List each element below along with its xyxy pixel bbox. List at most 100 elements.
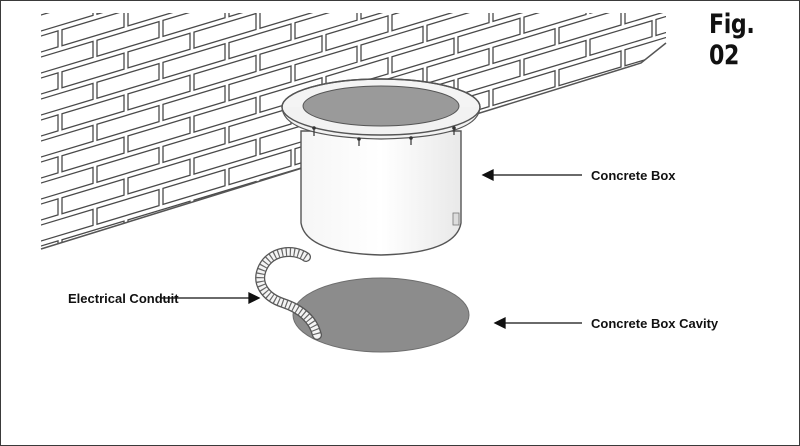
brick: [722, 107, 784, 142]
label-electrical-conduit: Electrical Conduit: [68, 291, 179, 306]
brick: [162, 42, 226, 80]
brick: [193, 222, 257, 249]
brick: [162, 13, 226, 38]
brick: [391, 13, 455, 32]
brick: [1, 271, 27, 306]
brick: [492, 153, 556, 191]
label-concrete-box: Concrete Box: [591, 168, 676, 183]
brick: [1, 19, 27, 54]
brick: [559, 1, 621, 2]
brick: [558, 92, 622, 129]
brick: [492, 111, 556, 149]
brick: [96, 188, 160, 226]
brick: [426, 47, 490, 85]
brick: [624, 30, 666, 67]
brick: [426, 13, 490, 43]
brick: [228, 149, 292, 186]
brick: [41, 82, 94, 119]
brick: [259, 13, 323, 30]
brick: [193, 138, 257, 175]
brick: [228, 65, 292, 102]
brick: [96, 146, 160, 184]
arrow-electrical-conduit: [161, 291, 261, 305]
brick: [523, 13, 587, 34]
brick: [127, 13, 191, 27]
brick: [492, 27, 556, 65]
brick: [41, 30, 59, 67]
brick: [193, 13, 257, 49]
figure-label: Fig. 02: [709, 9, 755, 71]
brick: [127, 242, 191, 249]
brick: [691, 95, 753, 130]
brick: [41, 13, 94, 35]
brick: [127, 74, 191, 111]
concrete-box: [281, 78, 481, 256]
brick: [523, 123, 587, 160]
brick: [61, 136, 125, 173]
brick: [326, 1, 388, 9]
concrete-box-cavity: [292, 277, 470, 353]
brick: [457, 17, 521, 54]
brick: [391, 37, 455, 74]
brick: [1, 145, 27, 180]
brick: [523, 39, 587, 76]
brick: [589, 13, 653, 15]
brick: [31, 251, 93, 286]
brick: [624, 114, 666, 151]
brick: [589, 103, 653, 141]
brick: [457, 185, 521, 222]
brick: [61, 178, 125, 215]
brick: [96, 230, 160, 249]
brick: [61, 52, 125, 89]
brick: [228, 191, 292, 228]
brick: [41, 166, 94, 203]
brick: [162, 126, 226, 164]
brick: [41, 156, 59, 193]
brick: [788, 3, 800, 38]
brick: [589, 19, 653, 57]
brick: [61, 94, 125, 131]
brick: [691, 1, 753, 4]
brick: [1, 283, 58, 318]
brick: [624, 13, 666, 25]
brick: [61, 13, 125, 47]
brick: [96, 20, 160, 58]
brick: [655, 13, 666, 37]
brick: [458, 1, 520, 11]
brick: [523, 165, 587, 202]
brick: [127, 158, 191, 195]
brick: [360, 13, 424, 20]
brick: [96, 13, 160, 16]
brick: [1, 325, 58, 360]
brick: [228, 23, 292, 60]
brick: [127, 116, 191, 153]
brick: [163, 254, 225, 289]
brick: [294, 45, 358, 82]
brick: [228, 107, 292, 144]
brick: [162, 210, 226, 248]
brick: [558, 13, 622, 45]
brick: [193, 96, 257, 133]
brick: [194, 1, 256, 6]
brick: [162, 84, 226, 122]
brick: [1, 187, 27, 222]
brick: [41, 208, 94, 245]
brick: [62, 305, 124, 340]
brick: [788, 45, 800, 80]
brick: [193, 54, 257, 91]
brick: [788, 87, 800, 122]
arrow-concrete-box: [481, 168, 582, 182]
brick: [1, 103, 27, 138]
brick: [624, 72, 666, 109]
label-concrete-box-cavity: Concrete Box Cavity: [591, 316, 719, 331]
brick: [162, 168, 226, 206]
brick: [294, 13, 358, 40]
brick: [41, 114, 59, 151]
brick: [259, 34, 323, 72]
brick: [1, 313, 27, 348]
brick: [194, 266, 256, 301]
brick: [41, 198, 59, 235]
brick: [558, 50, 622, 87]
